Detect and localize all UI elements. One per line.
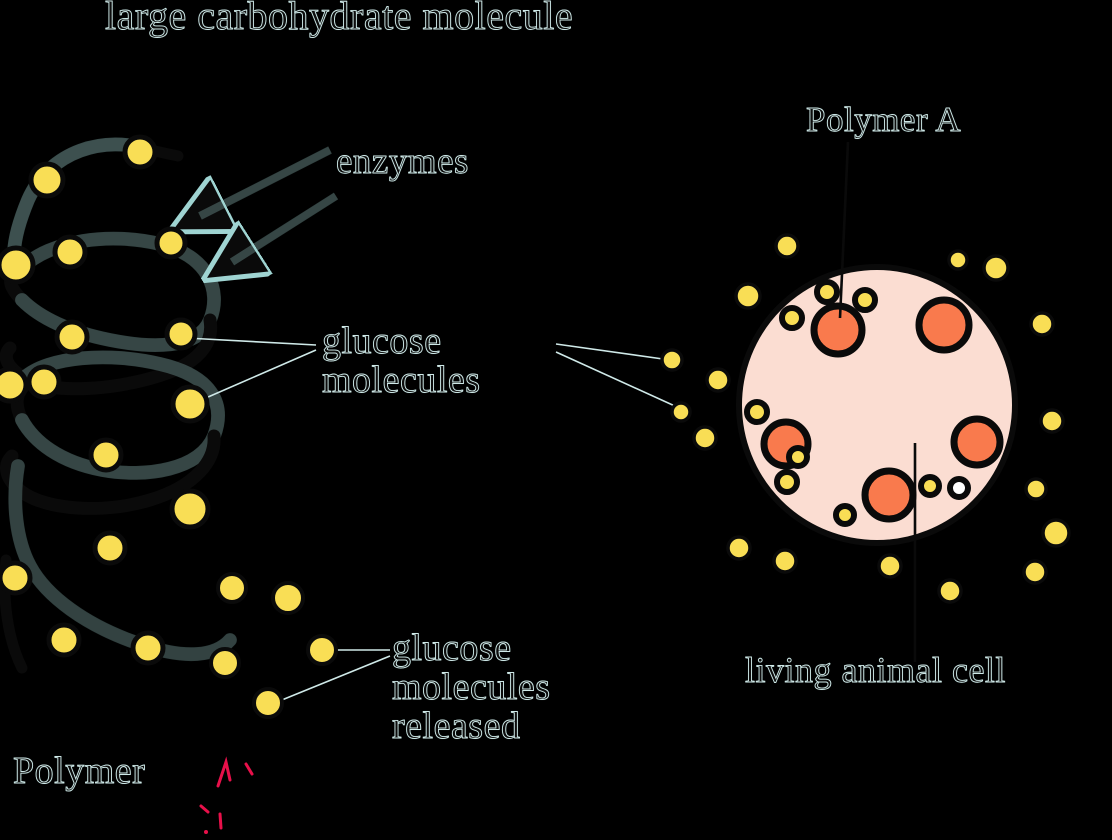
glucose-molecule: [252, 687, 284, 719]
glucose-molecule: [692, 425, 718, 451]
glucose-molecule: [670, 401, 692, 423]
chain-glucose-beads: [0, 134, 211, 666]
white-vesicle: [947, 476, 971, 500]
glucose-molecule: [744, 399, 770, 425]
glucose-molecule: [734, 282, 762, 310]
polymer-blob: [861, 467, 917, 523]
label-glucose-molecules-released: glucose molecules released: [392, 627, 551, 747]
glucose-molecule: [877, 553, 903, 579]
glucose-molecule: [786, 445, 810, 469]
label-glucose-molecules: glucose molecules: [322, 320, 481, 401]
glucose-molecule: [1024, 477, 1048, 501]
glucose-molecule: [947, 249, 969, 271]
glucose-bead: [0, 366, 29, 404]
enzyme-arrow-lower: [232, 193, 338, 262]
glucose-bead: [26, 364, 62, 400]
enzyme-arrow-lower-hl: [229, 192, 339, 266]
page-title: large carbohydrate molecule: [105, 0, 574, 38]
glucose-molecule: [937, 578, 963, 604]
polymer-a-leader: [838, 141, 850, 319]
glucose-molecule: [774, 469, 800, 495]
glucose-molecule: [1039, 408, 1065, 434]
glucose-leader-cell-lower: [555, 351, 689, 413]
extracellular-glucose: [660, 233, 1071, 604]
glucose-molecule: [814, 279, 840, 305]
released-leader-lower: [271, 655, 391, 705]
glucose-molecule: [772, 548, 798, 574]
glucose-molecule: [852, 287, 878, 313]
glucose-molecule: [271, 581, 305, 615]
glucose-bead: [28, 161, 66, 199]
glucose-molecule: [774, 233, 800, 259]
glucose-leader-chain-lower: [191, 349, 317, 405]
enzyme-arrow-upper-hl: [198, 146, 332, 220]
free-glucose-group: [209, 572, 338, 719]
polymer-blob: [950, 415, 1004, 469]
label-living-animal-cell: living animal cell: [745, 650, 1006, 690]
glucose-molecule: [1029, 311, 1055, 337]
glucose-molecule: [705, 367, 731, 393]
glucose-leader-cell-upper: [555, 343, 671, 361]
glucose-bead: [122, 134, 158, 170]
glucose-bead: [164, 317, 198, 351]
glucose-molecule: [209, 647, 241, 679]
polymer-a-blobs: [760, 296, 1004, 523]
glucose-bead: [170, 384, 210, 424]
glucose-bead: [46, 622, 82, 658]
glucose-bead: [0, 245, 36, 285]
glucose-bead: [52, 234, 88, 270]
glucose-molecule: [779, 305, 805, 331]
cell-leader-lines: [838, 141, 917, 662]
glucose-bead: [169, 488, 211, 530]
red-annotation-mark: [199, 756, 254, 834]
glucose-molecule: [216, 572, 248, 604]
enzyme-arrows: [198, 146, 339, 266]
glucose-bead: [92, 530, 128, 566]
glucose-molecule: [726, 535, 752, 561]
polymer-blob: [810, 302, 866, 358]
label-enzymes: enzymes: [336, 141, 469, 182]
glucose-molecule: [982, 254, 1010, 282]
glucose-bead: [130, 630, 166, 666]
glucose-bead: [88, 437, 124, 473]
glucose-molecule: [660, 348, 684, 372]
glucose-bead: [0, 560, 33, 596]
glucose-molecule: [1022, 559, 1048, 585]
glucose-molecule: [918, 474, 942, 498]
intracellular-glucose: [744, 279, 942, 527]
living-animal-cell: [736, 264, 1018, 546]
glucose-leader-chain-upper: [185, 337, 317, 346]
enzyme-arrow-upper: [200, 146, 332, 216]
glucose-bead: [54, 319, 90, 355]
label-polymer-a: Polymer A: [806, 100, 962, 139]
leader-lines: [185, 337, 689, 705]
glucose-molecule: [1041, 518, 1071, 548]
glucose-molecule: [833, 503, 857, 527]
label-polymer-b: Polymer: [13, 750, 146, 792]
glucose-bead: [154, 226, 188, 260]
glucose-molecule: [306, 634, 338, 666]
polymer-blob: [915, 296, 973, 354]
